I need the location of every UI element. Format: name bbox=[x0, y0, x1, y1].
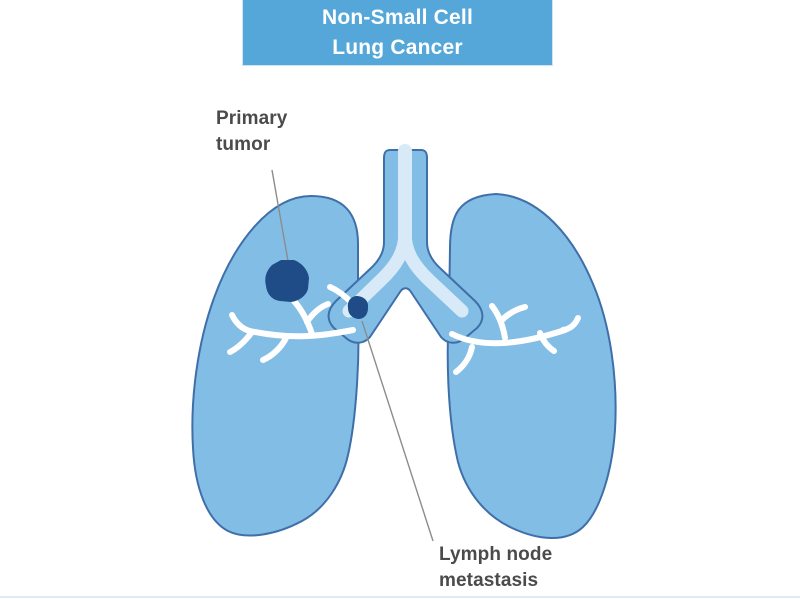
right-airway-branches bbox=[449, 303, 581, 375]
primary-tumor-label-line1: Primary bbox=[216, 108, 288, 129]
lymph-node-shape bbox=[347, 296, 369, 319]
lymph-node-label: Lymph node metastasis bbox=[439, 542, 552, 594]
lymph-node-label-line1: Lymph node bbox=[439, 544, 553, 565]
leader-lines bbox=[271, 169, 434, 542]
title-banner: Non-Small Cell Lung Cancer bbox=[242, 0, 553, 66]
left-lung-shape bbox=[191, 194, 360, 537]
primary-tumor-leader-line bbox=[271, 169, 289, 262]
primary-tumor-shape bbox=[265, 260, 309, 302]
right-lung-shape bbox=[446, 192, 617, 539]
primary-tumor-label-line2: tumor bbox=[216, 134, 271, 156]
title-line-2: Lung Cancer bbox=[332, 35, 463, 59]
airway-inner-stripe bbox=[342, 144, 469, 318]
primary-tumor-label: Primary tumor bbox=[216, 106, 287, 158]
lymph-node-label-line2: metastasis bbox=[439, 570, 539, 592]
title-line-1: Non-Small Cell bbox=[322, 5, 473, 29]
lymph-node-leader-line bbox=[361, 320, 434, 542]
bottom-divider bbox=[0, 596, 800, 598]
